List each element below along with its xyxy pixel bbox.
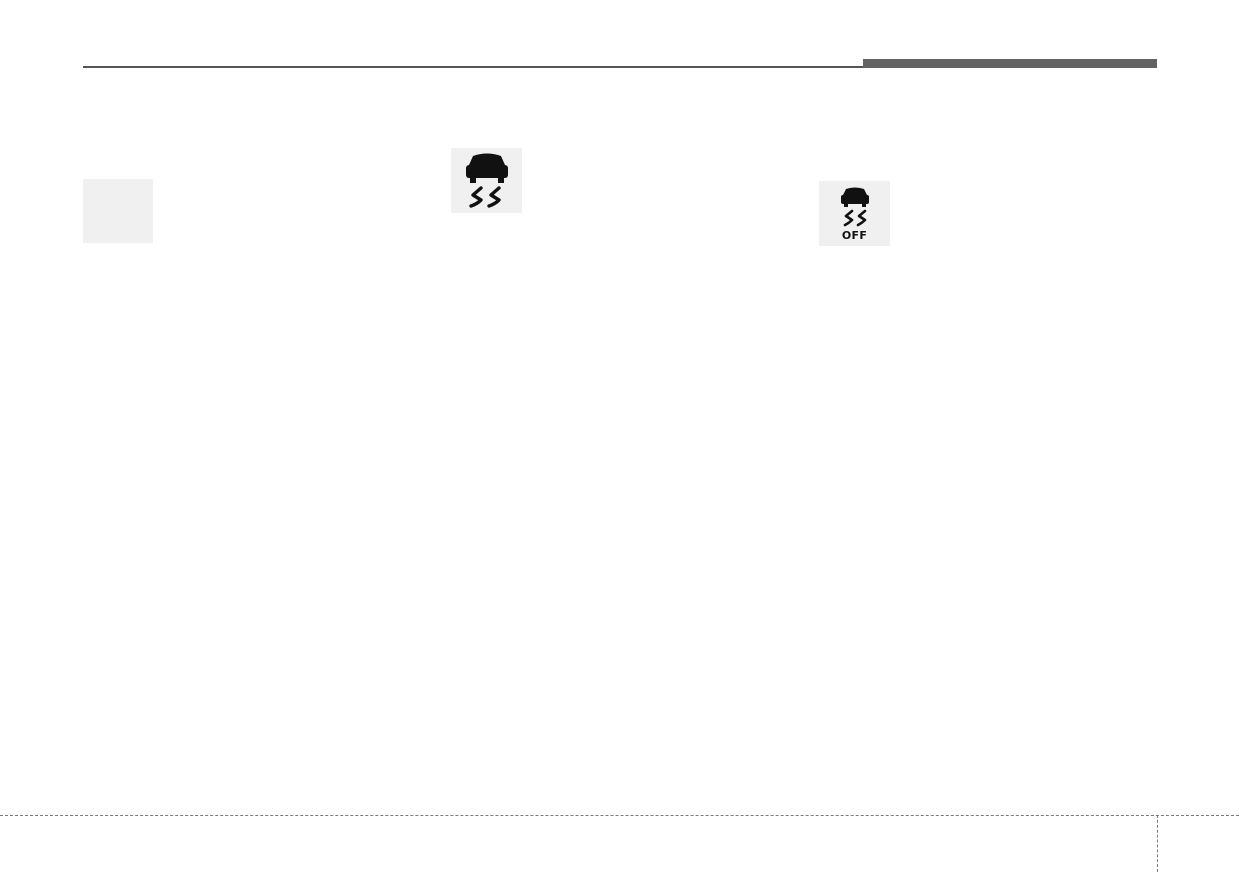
skidding-car-icon: [465, 153, 508, 208]
traction-control-off-indicator: OFF: [819, 181, 890, 246]
footer-dashed-rule: [0, 815, 1239, 816]
section-tab: [83, 179, 153, 243]
skidding-car-off-icon: [840, 187, 869, 226]
header-rule: [83, 66, 863, 68]
header-accent-bar: [863, 59, 1157, 68]
off-label: OFF: [841, 228, 868, 242]
footer-dashed-divider: [1157, 815, 1158, 872]
traction-control-indicator: [451, 148, 522, 213]
